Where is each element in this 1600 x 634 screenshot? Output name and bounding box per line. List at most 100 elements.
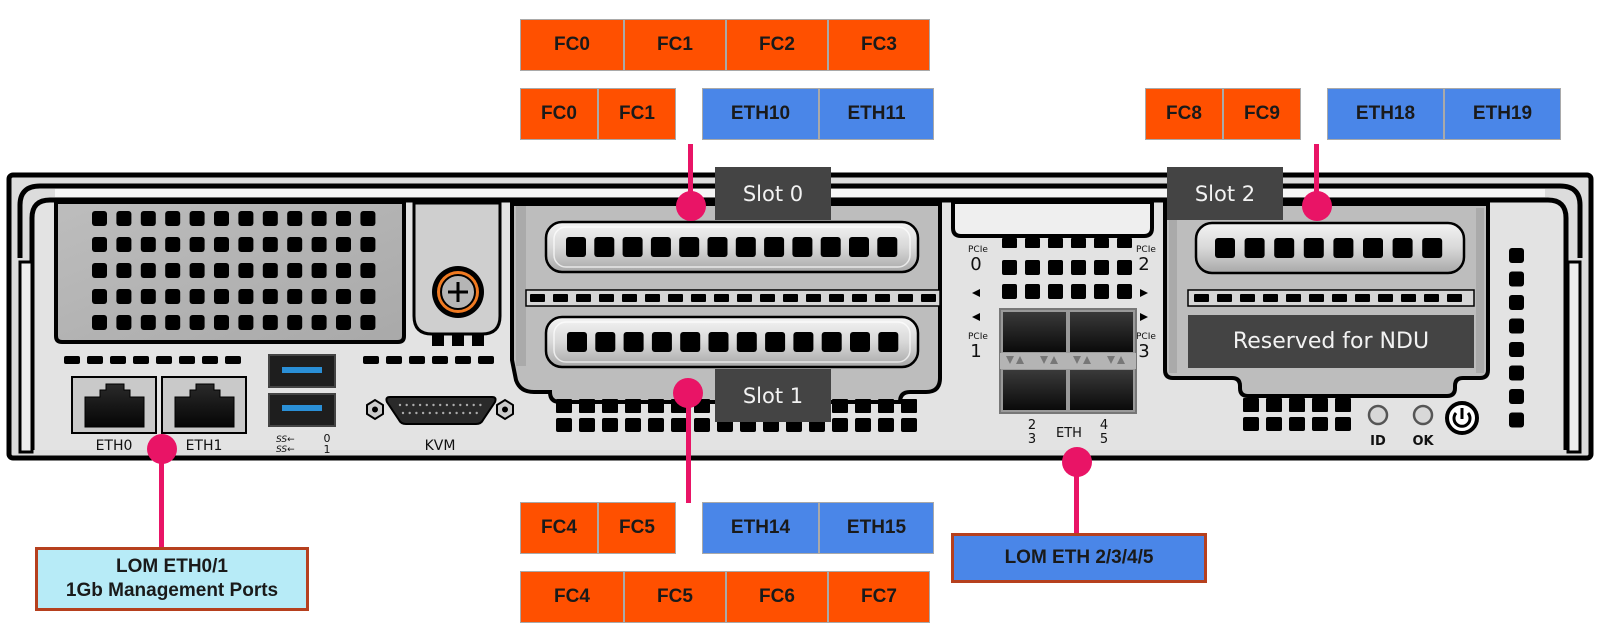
card-vent-hole: [595, 332, 616, 352]
port-fc1: FC1: [624, 19, 726, 71]
card-vent-hole: [1215, 238, 1235, 258]
vent-hole: [92, 237, 107, 252]
sfp-led-indicators: [1006, 356, 1125, 364]
vent-hole: [1071, 260, 1086, 275]
vent-hole: [602, 399, 618, 413]
port-fc4: FC4: [520, 502, 598, 554]
sfp-led-triangle: [1016, 356, 1024, 364]
vent-hole: [92, 315, 107, 330]
lom2345-callout-dot: [1062, 447, 1092, 477]
vent-hole: [287, 237, 303, 252]
arrow-right-icon: [1140, 313, 1148, 321]
card-vent-hole: [1392, 238, 1413, 258]
vent-hole: [878, 418, 894, 432]
vent-hole: [287, 211, 303, 226]
kvm-pin: [475, 411, 478, 415]
kvm-port[interactable]: [366, 396, 514, 425]
vent-slot: [921, 294, 936, 302]
vent-hole: [165, 315, 181, 330]
kvm-label: KVM: [425, 438, 456, 454]
eth0-port[interactable]: [71, 376, 157, 434]
eth1-port[interactable]: [161, 376, 247, 434]
vent-hole: [214, 237, 229, 252]
kvm-pin: [415, 411, 418, 415]
vent-slot: [1217, 294, 1232, 302]
vent-hole: [1266, 417, 1282, 431]
vent-hole: [238, 315, 254, 330]
vent-hole: [165, 211, 181, 226]
card-vent-hole: [1363, 238, 1383, 258]
sfp-port-eth5[interactable]: [1070, 370, 1133, 410]
psu-vent-holes: [92, 211, 376, 330]
vent-hole: [832, 418, 848, 432]
pcie-3-number: 3: [1138, 341, 1149, 362]
vent-hole: [140, 237, 156, 252]
vent-hole: [311, 211, 327, 226]
vent-slot: [1401, 294, 1416, 302]
slot2-callout-dot: [1302, 191, 1332, 221]
slot2-card-bracket[interactable]: [1194, 221, 1466, 275]
slot1-card-bracket[interactable]: [544, 315, 920, 369]
vent-hole: [1509, 295, 1524, 310]
slot0-card-bracket[interactable]: [544, 220, 920, 274]
sfp-port-eth4[interactable]: [1070, 312, 1133, 352]
sfp-port-eth3[interactable]: [1003, 370, 1066, 410]
vent-hole: [625, 418, 641, 432]
usb-superspeed-icon: SS←: [276, 445, 295, 455]
sfp-led-triangle: [1083, 356, 1091, 364]
vent-hole: [189, 315, 205, 330]
vent-hole: [116, 263, 132, 278]
port-fc0: FC0: [520, 88, 598, 140]
vent-slot: [599, 294, 614, 302]
port-eth18: ETH18: [1327, 88, 1444, 140]
right-edge-vents: [1509, 248, 1524, 428]
usb-port-1[interactable]: [268, 393, 336, 427]
pcie-1-caption: PCIe: [968, 332, 988, 342]
kvm-pin: [479, 403, 482, 407]
vent-hole: [336, 237, 351, 252]
vent-hole: [287, 315, 303, 330]
card-vent-hole: [650, 237, 671, 257]
card-vent-hole: [878, 332, 899, 352]
left-rail-strip: [18, 260, 34, 454]
vent-hole: [116, 237, 132, 252]
port-fc5: FC5: [598, 502, 676, 554]
vent-hole: [238, 263, 254, 278]
kvm-pin: [428, 411, 431, 415]
slot1-leader-line: [686, 395, 691, 503]
pcie-0-caption: PCIe: [968, 245, 988, 255]
vent-hole: [262, 263, 278, 278]
port-eth10: ETH10: [702, 88, 819, 140]
card-vent-hole: [736, 332, 757, 352]
vent-hole: [238, 211, 254, 226]
pcie-3-caption: PCIe: [1136, 332, 1156, 342]
vent-slot: [530, 294, 545, 302]
kvm-pin: [439, 403, 442, 407]
usb-port-0[interactable]: [268, 354, 336, 388]
power-button[interactable]: [1445, 401, 1479, 435]
vent-hole: [336, 289, 351, 304]
vent-hole: [671, 418, 687, 432]
vent-hole: [1025, 260, 1040, 275]
vent-hole: [1312, 398, 1328, 412]
vent-hole: [140, 263, 156, 278]
vent-hole: [1509, 412, 1524, 428]
vent-hole: [1335, 417, 1351, 431]
kvm-pin: [432, 403, 435, 407]
kvm-pin: [421, 411, 425, 415]
vent-hole: [287, 289, 303, 304]
screw-tab-vent: [472, 334, 484, 346]
vent-hole: [1289, 398, 1305, 412]
vent-hole: [1071, 284, 1086, 299]
card-vent-hole: [707, 237, 728, 257]
vent-slot: [133, 356, 149, 364]
vent-slot: [806, 294, 821, 302]
sfp-port-eth2[interactable]: [1003, 312, 1066, 352]
vent-hole: [311, 289, 327, 304]
riser-cage-2-edge-left: [1169, 208, 1177, 373]
vent-hole: [92, 211, 107, 226]
vent-slot: [553, 294, 568, 302]
